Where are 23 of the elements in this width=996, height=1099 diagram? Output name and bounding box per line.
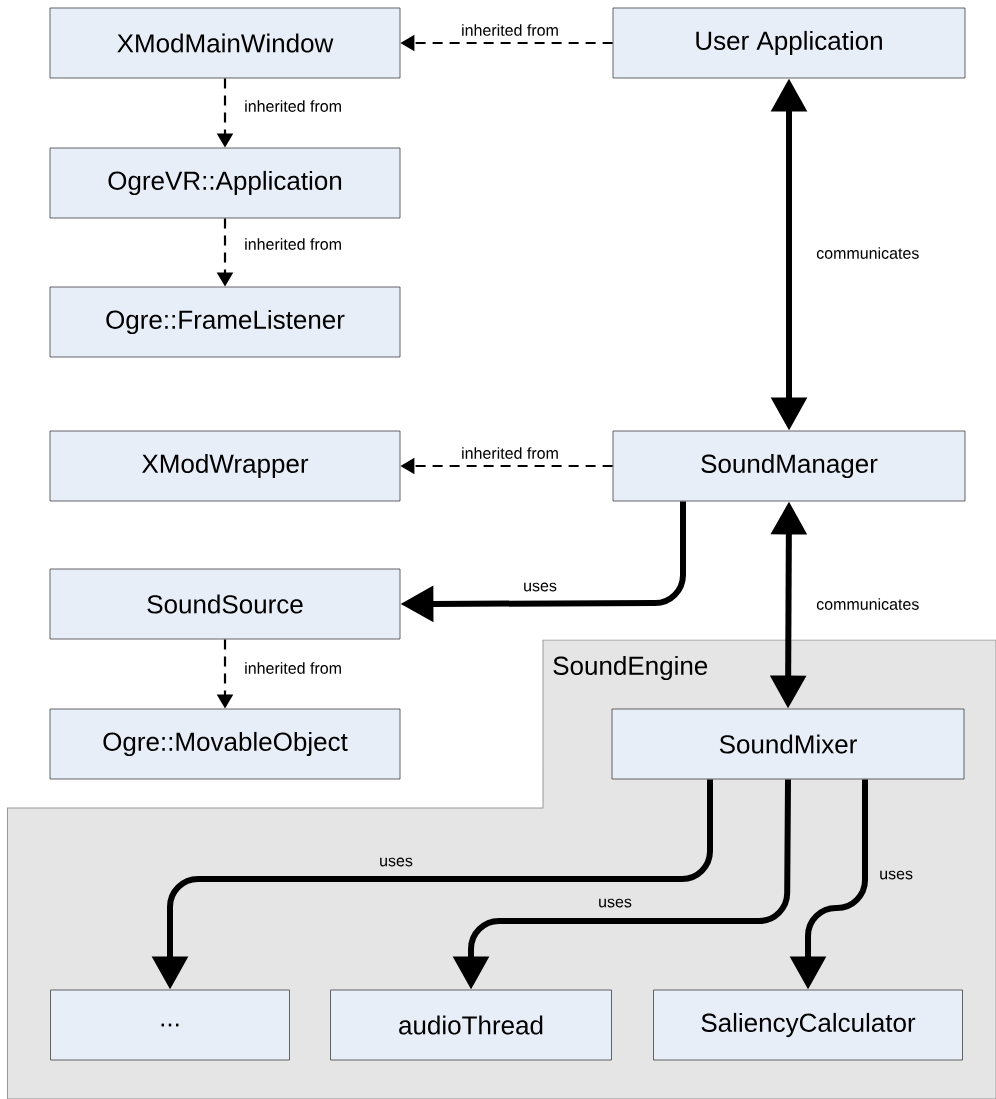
- class-box: XModMainWindow: [49, 7, 401, 79]
- class-box: ...: [50, 989, 290, 1061]
- class-box: OgreVR::Application: [49, 147, 401, 219]
- edge-label: uses: [524, 582, 557, 592]
- edge-label: communicates: [816, 598, 919, 610]
- class-box: SoundSource: [49, 568, 401, 640]
- class-box: SoundManager: [612, 430, 966, 502]
- edge-label: inherited from: [462, 24, 558, 36]
- edge-label: inherited from: [245, 100, 341, 112]
- class-box: XModWrapper: [49, 430, 401, 502]
- class-box: audioThread: [330, 989, 612, 1061]
- edge-label: inherited from: [462, 447, 558, 459]
- class-box: Ogre::MovableObject: [49, 708, 401, 780]
- class-box: SaliencyCalculator: [653, 989, 963, 1061]
- edge-label: uses: [599, 898, 632, 908]
- edge-label: uses: [380, 857, 413, 867]
- class-box: Ogre::FrameListener: [49, 286, 401, 358]
- edge-label: uses: [880, 870, 913, 880]
- edge-label: inherited from: [245, 662, 341, 674]
- edge-label: inherited from: [245, 238, 341, 250]
- class-box: User Application: [612, 7, 966, 79]
- edge-label: communicates: [816, 247, 919, 259]
- class-box: SoundMixer: [611, 708, 965, 780]
